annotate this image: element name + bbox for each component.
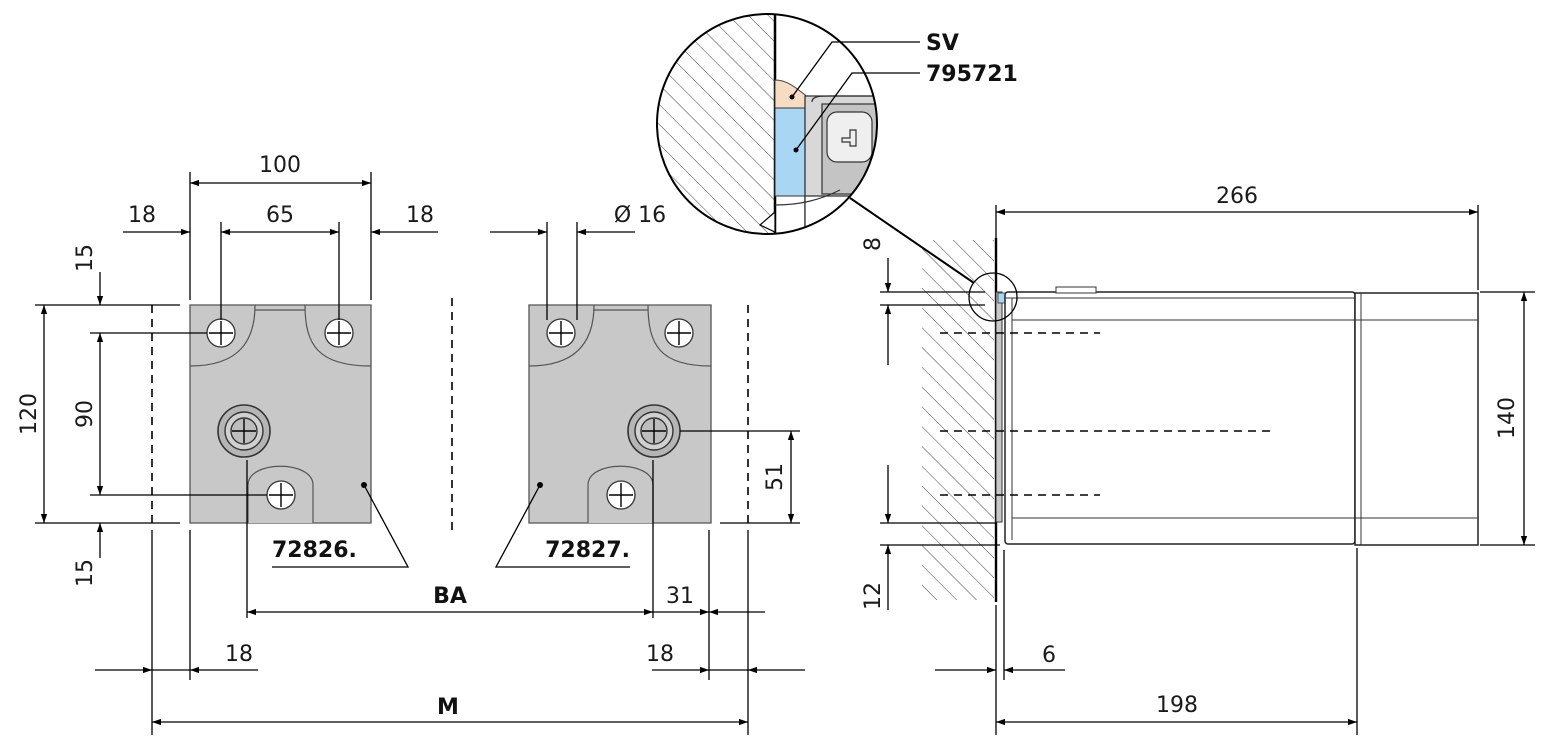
dim-90: 90: [73, 400, 98, 428]
dim-18-top-left: 18: [128, 203, 156, 228]
label-sv: SV: [926, 31, 959, 56]
dim-140: 140: [1495, 397, 1520, 439]
part-label-right: 72827.: [545, 538, 630, 563]
dim-18-bottom-right: 18: [646, 642, 674, 667]
dim-18-top-right: 18: [406, 203, 434, 228]
dim-51: 51: [763, 463, 788, 491]
label-795721: 795721: [926, 62, 1018, 87]
dim-6: 6: [1042, 643, 1056, 668]
detail-magnifier: [656, 13, 920, 235]
label-m: M: [437, 695, 459, 720]
dim-31: 31: [666, 584, 694, 609]
side-view-dimensions: [880, 205, 1535, 735]
dim-65: 65: [266, 203, 294, 228]
dim-12: 12: [861, 582, 886, 610]
dim-diameter-16: Ø 16: [614, 203, 666, 228]
left-mounting-plate: [189, 304, 372, 524]
dim-100: 100: [259, 153, 301, 178]
left-view-dimensions: [35, 172, 805, 735]
right-mounting-plate: [528, 304, 712, 524]
dim-120: 120: [17, 393, 42, 435]
dim-8: 8: [861, 237, 886, 251]
part-label-left: 72826.: [272, 538, 357, 563]
dim-18-bottom-left: 18: [225, 642, 253, 667]
label-ba: BA: [433, 584, 467, 609]
wall-hatching: [922, 240, 994, 600]
dim-15-bottom: 15: [73, 559, 98, 587]
side-view: [849, 197, 1479, 602]
axle-bolt: [217, 404, 271, 458]
dim-198: 198: [1156, 693, 1198, 718]
dim-15-top: 15: [73, 244, 98, 272]
dim-266: 266: [1216, 184, 1258, 209]
